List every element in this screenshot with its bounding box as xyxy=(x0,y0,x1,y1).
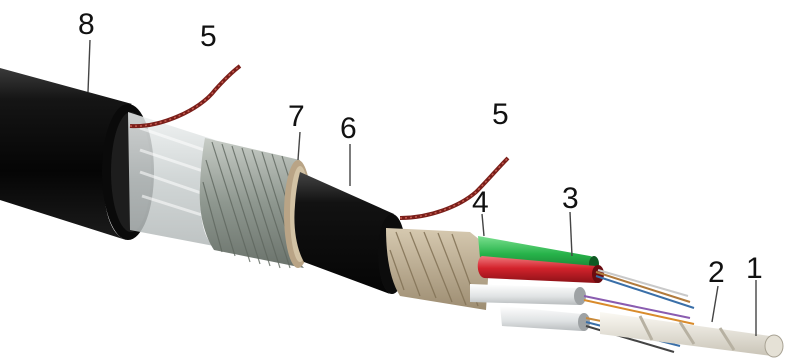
loose-tube-white-upper xyxy=(470,284,586,305)
callout-3: 3 xyxy=(562,182,579,215)
callout-4: 4 xyxy=(472,186,489,219)
loose-tube-white-lower xyxy=(500,306,590,331)
callout-2: 2 xyxy=(708,256,725,289)
callout-5-inner: 5 xyxy=(492,98,509,131)
ripcord-inner xyxy=(400,158,508,218)
callout-5-outer: 5 xyxy=(200,20,217,53)
ripcord-outer xyxy=(130,66,240,126)
callout-8: 8 xyxy=(78,8,95,41)
callout-6: 6 xyxy=(340,112,357,145)
callout-1: 1 xyxy=(746,252,763,285)
callout-7: 7 xyxy=(288,100,305,133)
